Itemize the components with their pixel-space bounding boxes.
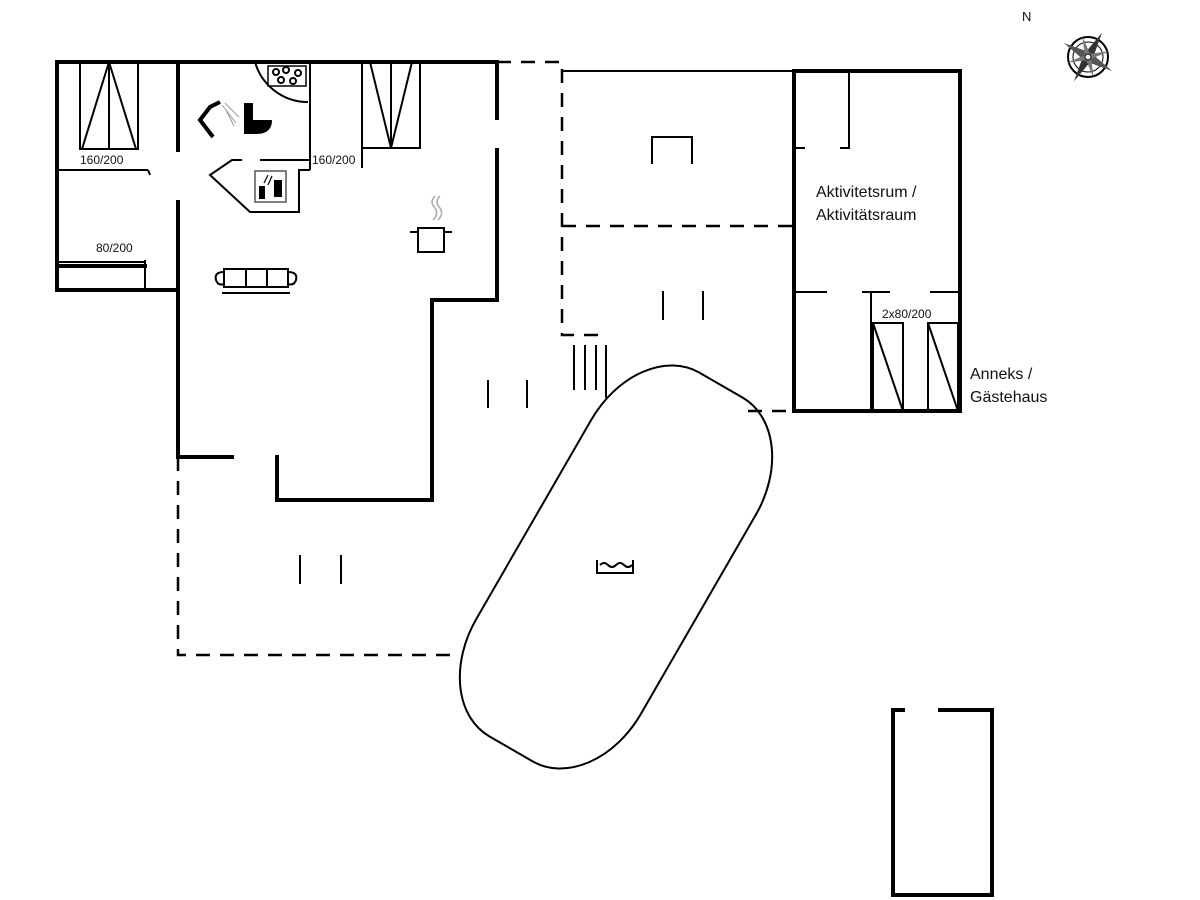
bed-size-label: 80/200 (96, 241, 133, 255)
bed-size-label: 160/200 (312, 153, 356, 167)
room-label: Aktivitätsraum (816, 207, 916, 224)
room-label: Aktivitetsrum / (816, 184, 917, 201)
building-label: Gästehaus (970, 389, 1047, 406)
north-label: N (1022, 9, 1031, 24)
shed (891, 708, 994, 897)
bed-size-label: 160/200 (80, 153, 124, 167)
sauna-icon (254, 170, 287, 203)
main-house-walls (55, 60, 499, 502)
shower-icon (197, 100, 240, 139)
cooking-pot-icon (410, 195, 452, 253)
toilet-icon (244, 103, 272, 134)
annex-walls (792, 69, 962, 413)
pool (458, 364, 774, 770)
bed-size-label: 2x80/200 (882, 307, 932, 321)
pool-icon (596, 560, 634, 574)
whirlpool-icon (267, 65, 307, 87)
compass-rose-icon (1063, 32, 1113, 82)
sofa-icon (214, 268, 298, 294)
building-label: Anneks / (970, 366, 1033, 383)
terrace-outlines (176, 60, 792, 657)
